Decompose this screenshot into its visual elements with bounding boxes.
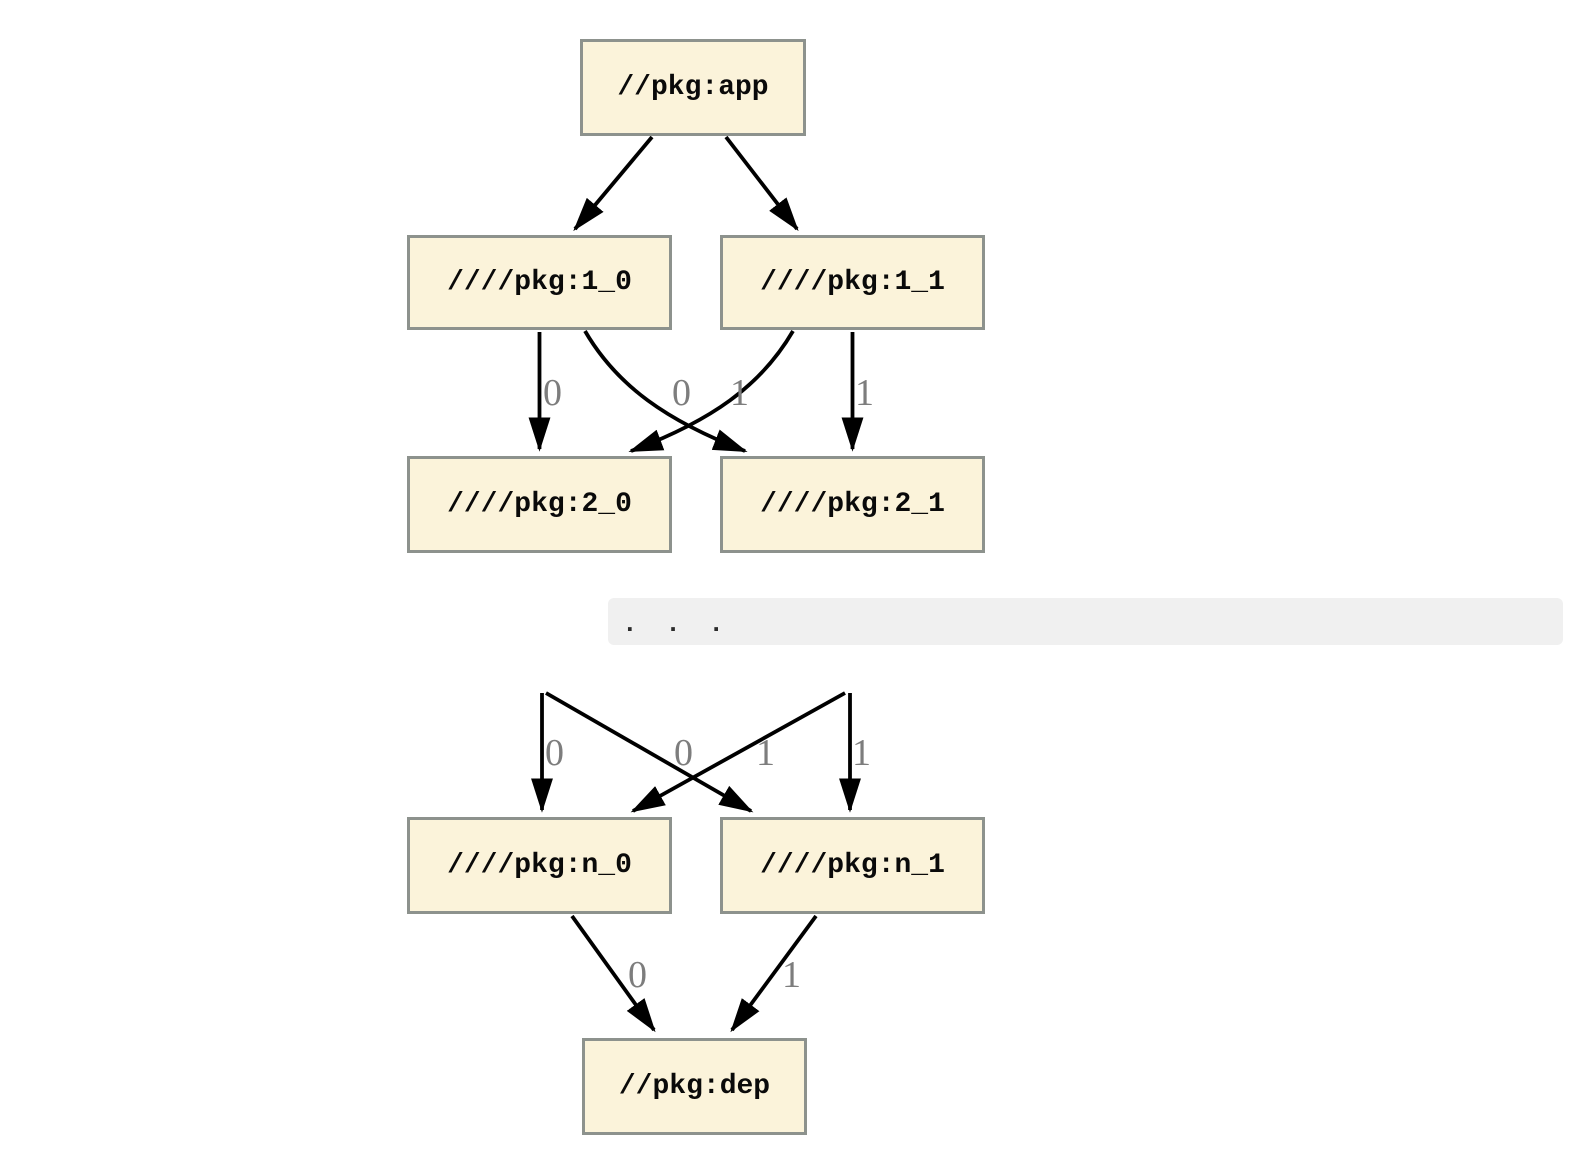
edge-n_1-to-dep bbox=[730, 914, 818, 1033]
edge-label-n_0-dep: 0 bbox=[628, 954, 647, 996]
node-pkg-n_1: ////pkg:n_1 bbox=[720, 817, 985, 914]
node-label-n_1: ////pkg:n_1 bbox=[760, 850, 945, 881]
node-label-n_0: ////pkg:n_0 bbox=[447, 850, 632, 881]
ellipsis-dots: . . . bbox=[622, 608, 731, 639]
node-pkg-2_1: ////pkg:2_1 bbox=[720, 456, 985, 553]
edge-1_0-to-2_1 bbox=[583, 330, 748, 453]
node-pkg-dep: //pkg:dep bbox=[582, 1038, 807, 1135]
edge-1_1-to-2_0 bbox=[628, 330, 795, 453]
node-pkg-app: //pkg:app bbox=[580, 39, 806, 136]
node-pkg-2_0: ////pkg:2_0 bbox=[407, 456, 672, 553]
node-label-2_0: ////pkg:2_0 bbox=[447, 489, 632, 520]
node-label-1_0: ////pkg:1_0 bbox=[447, 267, 632, 298]
edge-label-n_1-dep: 1 bbox=[782, 954, 801, 996]
node-label-dep: //pkg:dep bbox=[618, 1071, 771, 1102]
edge-n_0-to-dep bbox=[570, 914, 656, 1033]
edge-label-ellipsis-n_0-a: 0 bbox=[545, 732, 564, 774]
edge-label-1_0-2_1: 1 bbox=[730, 372, 749, 414]
node-label-1_1: ////pkg:1_1 bbox=[760, 267, 945, 298]
edge-label-1_1-2_1: 1 bbox=[855, 372, 874, 414]
edge-label-ellipsis-n_1-a: 1 bbox=[756, 732, 775, 774]
edge-label-ellipsis-n_0-b: 0 bbox=[674, 732, 693, 774]
node-label-2_1: ////pkg:2_1 bbox=[760, 489, 945, 520]
edge-label-1_0-2_0: 0 bbox=[543, 372, 562, 414]
edge-app-to-1_0 bbox=[573, 135, 654, 232]
edge-label-1_1-2_0: 0 bbox=[672, 372, 691, 414]
node-pkg-1_0: ////pkg:1_0 bbox=[407, 235, 672, 330]
node-pkg-1_1: ////pkg:1_1 bbox=[720, 235, 985, 330]
ellipsis-band: . . . bbox=[608, 598, 1563, 645]
node-label-app: //pkg:app bbox=[617, 72, 769, 103]
node-pkg-n_0: ////pkg:n_0 bbox=[407, 817, 672, 914]
edge-app-to-1_1 bbox=[724, 135, 799, 232]
edge-ellipsis-to-n_1-cross bbox=[545, 691, 754, 813]
edge-ellipsis-to-n_0-cross bbox=[630, 691, 846, 813]
edge-label-ellipsis-n_1-b: 1 bbox=[852, 732, 871, 774]
